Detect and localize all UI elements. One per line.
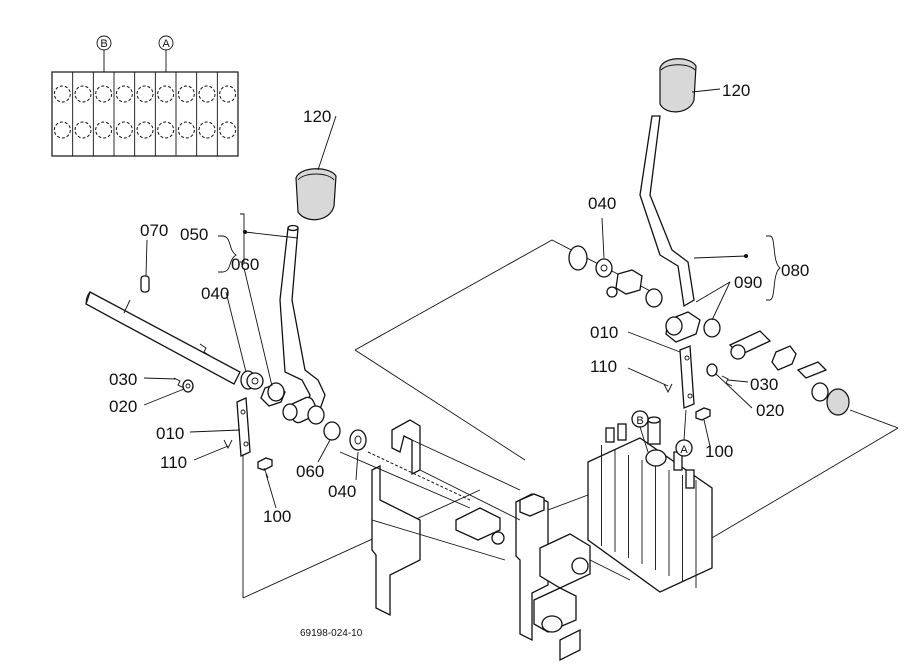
inset-port-circle [115,121,133,139]
marker-b: B [636,415,643,427]
inset-port-circle [157,121,175,139]
left-knob [295,168,337,221]
inset-marker-a-circle [158,35,174,51]
inset-port-circle [219,85,237,103]
marker-a: A [680,444,688,456]
inset-marker-b-circle [96,35,112,51]
left-small-parts [140,275,367,479]
right-small-parts [568,245,850,421]
callout-lever-assy-right: 080 [781,261,809,280]
callout-bush-left-upper: 060 [231,255,259,274]
callout-spring-pin-left: 110 [160,453,187,472]
inset-port-circle [198,121,216,139]
inset-port-circle [53,85,71,103]
inset-port-circle [53,121,71,139]
inset-port-circle [136,121,154,139]
inset-port-circle [74,121,92,139]
inset-port-circle [95,85,113,103]
callout-washer-left-lower: 040 [328,482,356,501]
inset-port-circle [115,85,133,103]
callout-clip-right: 030 [750,375,778,394]
callout-lever-assy-left: 050 [180,225,208,244]
callout-washer-small-left: 020 [109,397,137,416]
inset-port-circle [177,121,195,139]
callout-bolt-left: 100 [263,507,291,526]
valve-layout-inset: B A [51,35,239,157]
callout-washer-left-upper: 040 [201,284,229,303]
callout-washer-small-right: 020 [756,401,784,420]
callout-spring-pin-right: 110 [590,357,617,376]
inset-port-circle [219,121,237,139]
leader-lines [143,88,781,509]
inset-marker-a: A [162,38,170,50]
callout-knob-left: 120 [303,107,331,126]
callout-pin: 070 [140,221,168,240]
inset-port-circle [95,121,113,139]
callout-bush-right: 090 [734,273,762,292]
callout-labels: 120 120 070 050 060 040 030 020 010 110 … [109,81,809,526]
inset-port-circle [198,85,216,103]
inset-port-circle [136,85,154,103]
inset-marker-b: B [100,38,107,50]
callout-knob-right: 120 [722,81,750,100]
callout-washer-right: 040 [588,194,616,213]
control-valve [587,416,713,593]
support-brackets [339,419,631,662]
right-lever [639,58,748,308]
callout-bush-left-lower: 060 [296,462,324,481]
figure-code: 69198-024-10 [300,628,363,639]
callout-clip-left: 030 [109,370,137,389]
inset-port-circle [177,85,195,103]
inset-port-circle [157,85,175,103]
inset-port-circle [74,85,92,103]
callout-bolt-right: 100 [705,442,733,461]
callout-plate-right: 010 [590,323,618,342]
callout-plate-left: 010 [156,424,184,443]
